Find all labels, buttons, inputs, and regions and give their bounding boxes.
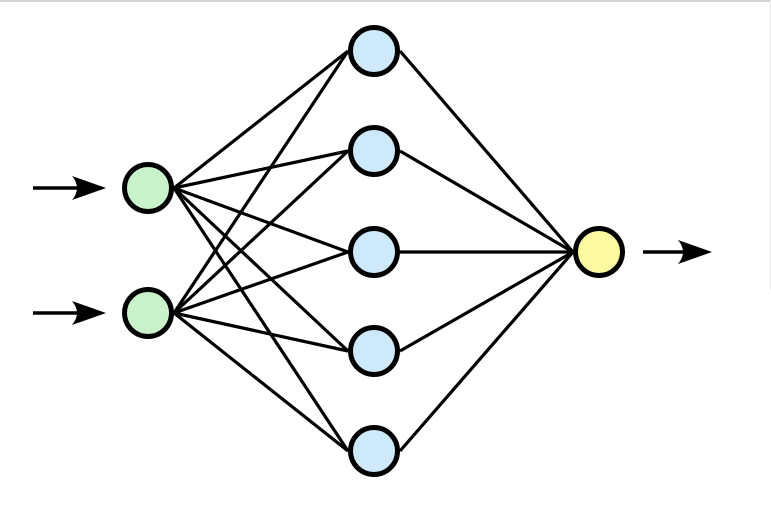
- input-node-2: [122, 287, 174, 339]
- input-node-1: [122, 162, 174, 214]
- output-node-1: [573, 226, 625, 278]
- connection-edge-10: [173, 311, 349, 453]
- connection-edge-12: [399, 149, 574, 254]
- top-border-line: [0, 0, 771, 2]
- connection-edge-3: [173, 186, 349, 254]
- input-arrow-1-head-icon: [72, 176, 106, 200]
- hidden-node-3: [348, 226, 400, 278]
- connection-edge-5: [172, 187, 350, 452]
- connection-edge-15: [398, 250, 575, 453]
- connection-edge-14: [399, 250, 574, 353]
- connection-edge-2: [173, 149, 349, 190]
- connection-edge-1: [173, 49, 349, 190]
- input-arrow-2: [33, 301, 106, 325]
- hidden-node-5: [348, 425, 400, 477]
- connection-edge-11: [398, 49, 575, 254]
- input-arrow-1: [33, 176, 106, 200]
- connection-edge-8: [173, 250, 349, 315]
- output-arrow-1: [643, 240, 712, 264]
- hidden-node-2: [348, 125, 400, 177]
- connection-edge-4: [172, 186, 350, 353]
- connection-edge-9: [173, 311, 349, 353]
- input-arrow-2-head-icon: [72, 301, 106, 325]
- output-arrow-1-head-icon: [678, 240, 712, 264]
- connection-edge-6: [172, 50, 350, 314]
- hidden-node-1: [348, 25, 400, 77]
- hidden-node-4: [348, 325, 400, 377]
- connection-edge-7: [172, 149, 350, 315]
